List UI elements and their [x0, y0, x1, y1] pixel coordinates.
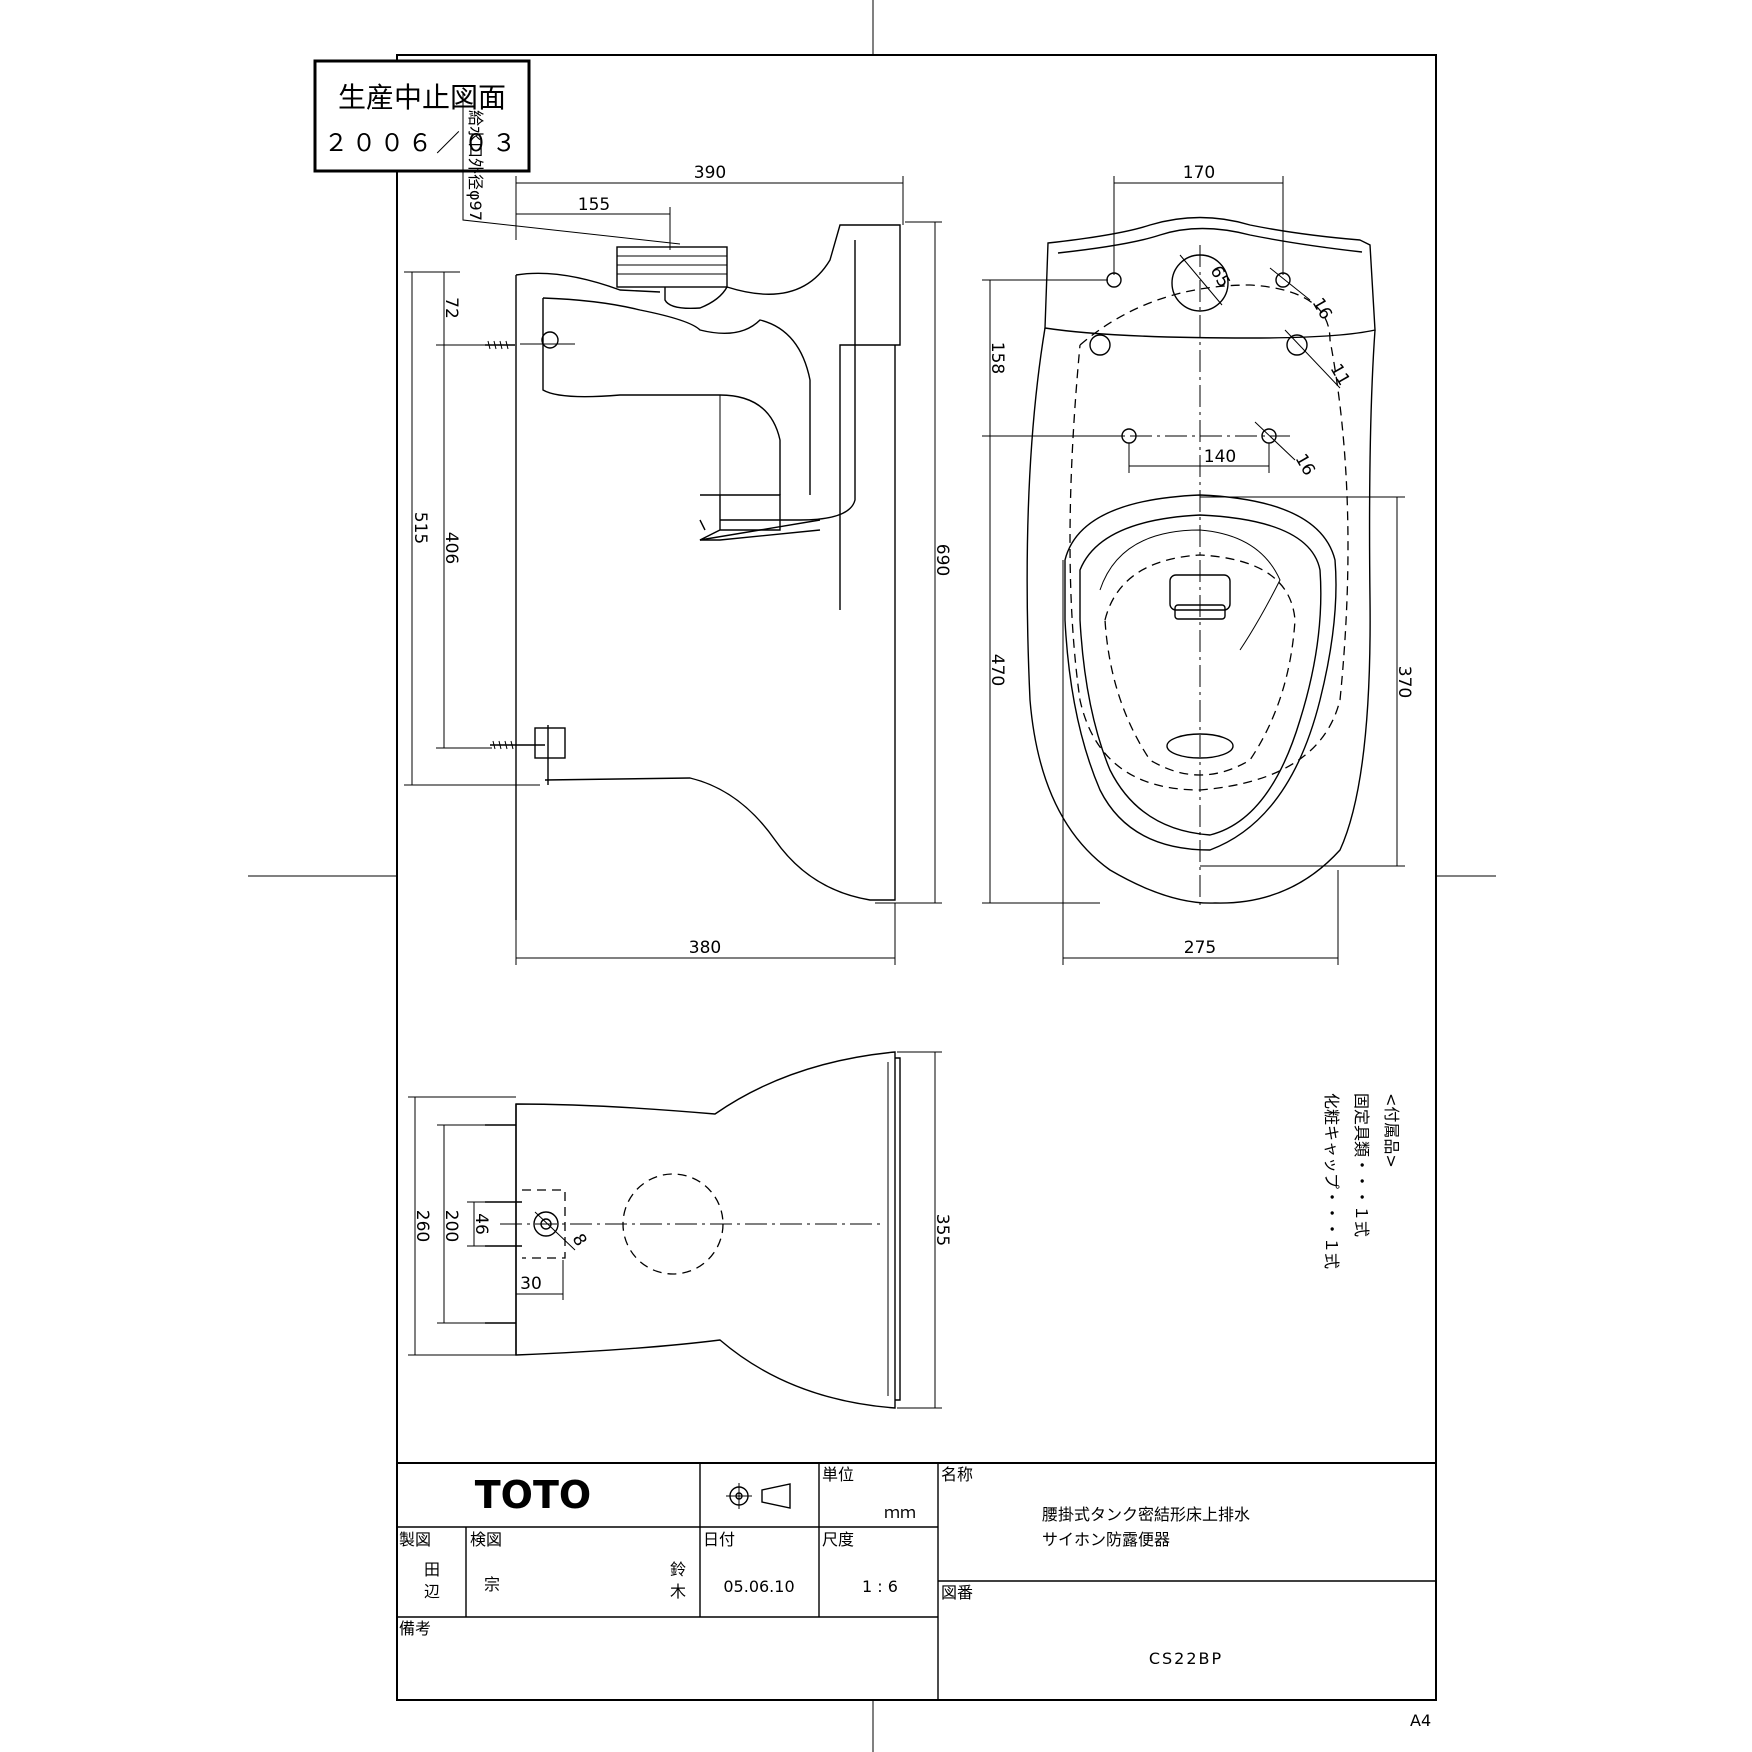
dim-11: 11	[1326, 361, 1354, 390]
accessory-fixings: 固定具類・・・１式	[1352, 1093, 1371, 1237]
toto-logo: TOTO	[475, 1473, 591, 1517]
scale-label: 尺度	[822, 1530, 854, 1549]
drawn-by-name-1: 田	[424, 1560, 440, 1579]
dim-16b: 16	[1291, 451, 1319, 480]
drawing-number: CS22BP	[1149, 1649, 1223, 1668]
unit-value: ｍｍ	[884, 1503, 916, 1522]
dim-690: 690	[932, 544, 952, 576]
supply-leader-line	[462, 92, 681, 245]
drawing-number-label: 図番	[941, 1583, 973, 1602]
accessories-title: <付属品>	[1382, 1093, 1401, 1168]
dim-406: 406	[441, 532, 461, 564]
dim-158: 158	[987, 342, 1007, 374]
checked-by-label: 検図	[470, 1530, 502, 1549]
checked-by-name-1: 宗	[484, 1575, 500, 1594]
name-label: 名称	[941, 1465, 973, 1484]
dim-200: 200	[441, 1210, 461, 1242]
checked-by-name-2b: 木	[670, 1582, 686, 1601]
dim-140: 140	[1204, 447, 1236, 467]
accessory-caps: 化粧キャップ・・・１式	[1322, 1093, 1341, 1269]
checked-by-name-2a: 鈴	[670, 1560, 686, 1579]
stamp-date: ２００６／０３	[324, 129, 520, 157]
paper-size-label: A4	[1410, 1711, 1431, 1730]
sheet-border	[396, 54, 1437, 1701]
accessories-note: <付属品> 固定具類・・・１式 化粧キャップ・・・１式	[1322, 1093, 1401, 1269]
product-name-line2: サイホン防露便器	[1042, 1530, 1170, 1549]
side-view: 390 155 515	[404, 163, 952, 965]
drawn-by-name-2: 辺	[424, 1582, 440, 1601]
product-name-line1: 腰掛式タンク密結形床上排水	[1042, 1505, 1250, 1524]
dim-155: 155	[578, 195, 610, 215]
dim-8: 8	[568, 1231, 591, 1250]
dim-275: 275	[1184, 938, 1216, 958]
dim-260: 260	[412, 1210, 432, 1242]
title-block: TOTO 単位 ｍｍ 名称 腰掛式タンク密結形床上排水 サイホン防露便器 製図 …	[397, 1462, 1436, 1700]
dim-370: 370	[1394, 666, 1414, 698]
unit-label: 単位	[822, 1465, 854, 1484]
supply-inlet-note: 給水口外径φ97	[466, 110, 485, 221]
drawn-by-label: 製図	[399, 1530, 431, 1549]
dim-170: 170	[1183, 163, 1215, 183]
discontinued-stamp: 生産中止図面 ２００６／０３	[313, 59, 531, 173]
date-value: 05.06.10	[723, 1577, 794, 1596]
dim-380: 380	[689, 938, 721, 958]
dim-470: 470	[987, 654, 1007, 686]
dim-30: 30	[520, 1274, 542, 1294]
dim-16a: 16	[1308, 295, 1336, 324]
dim-65: 65	[1206, 263, 1234, 292]
stamp-text: 生産中止図面	[338, 81, 506, 114]
date-label: 日付	[703, 1530, 735, 1549]
dim-355: 355	[932, 1214, 952, 1246]
supply-coupling	[616, 246, 728, 288]
dim-72: 72	[441, 297, 461, 319]
remarks-label: 備考	[399, 1619, 431, 1638]
top-view: 170 65 16 11 158 140 16 470 370 275	[982, 163, 1414, 965]
dim-46: 46	[471, 1213, 491, 1235]
dim-390: 390	[694, 163, 726, 183]
dim-515: 515	[410, 512, 430, 544]
scale-value: 1 : 6	[862, 1577, 898, 1596]
bottom-view: 260 200 46 8 30 355	[408, 1051, 952, 1409]
projection-symbol-icon	[726, 1483, 791, 1509]
